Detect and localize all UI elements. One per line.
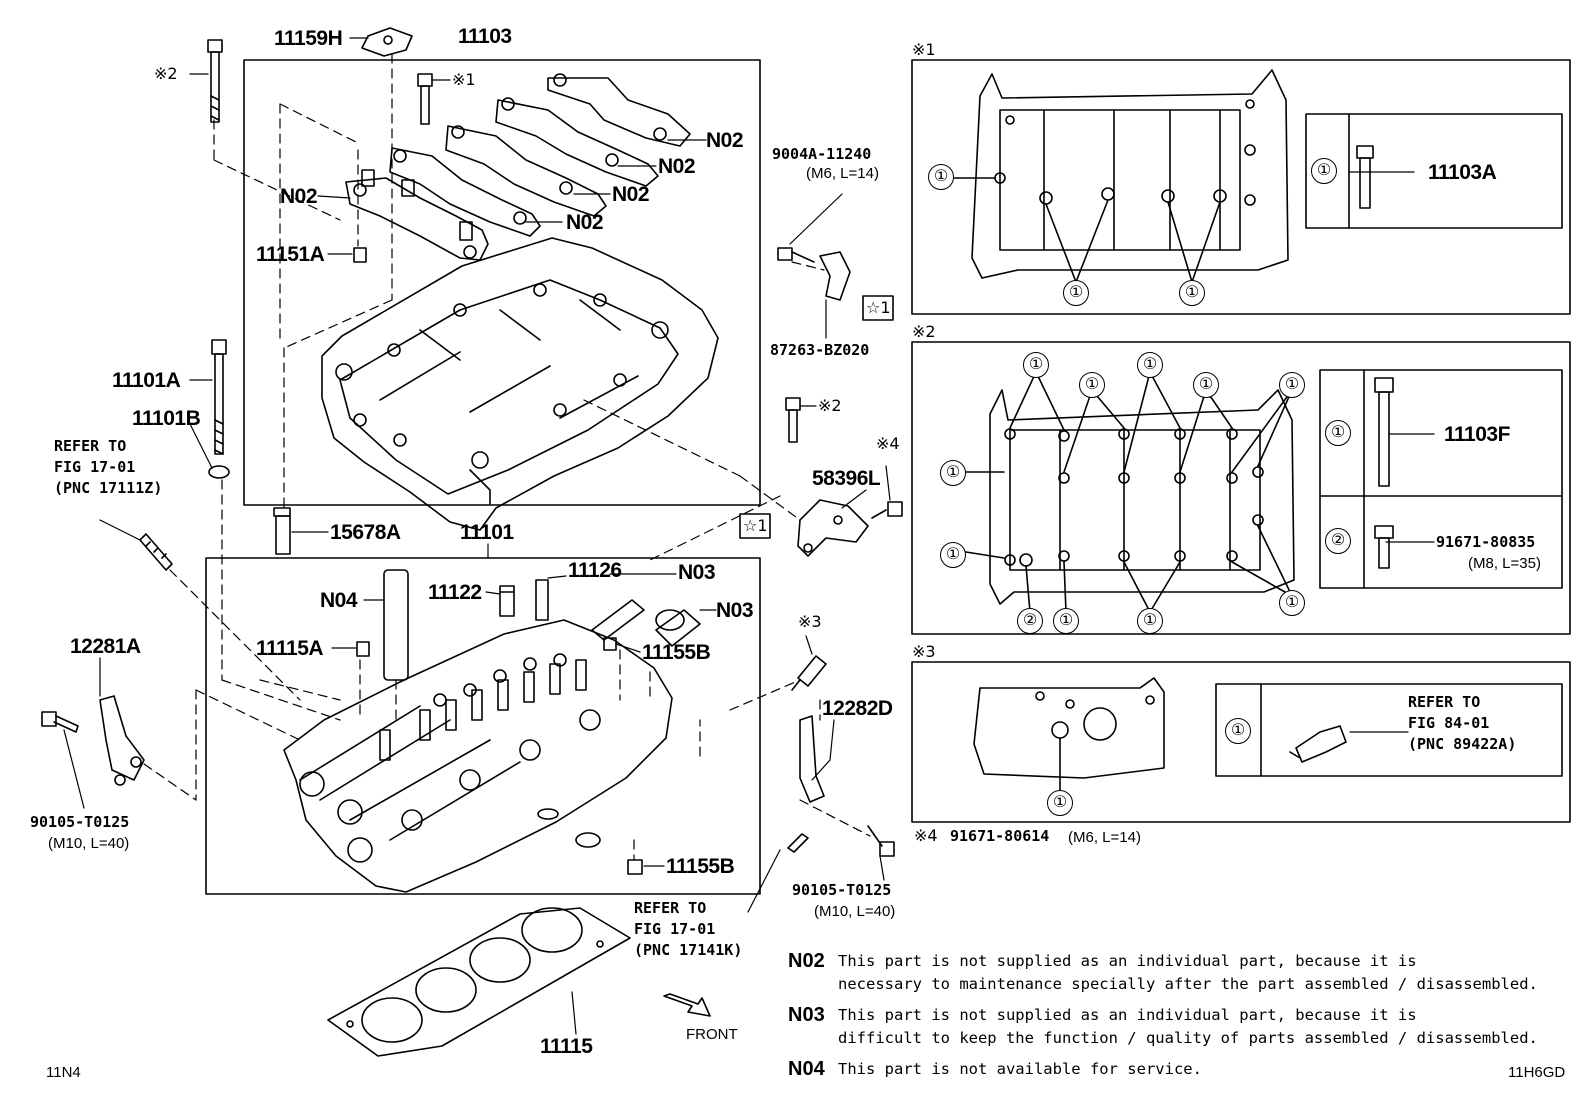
bolt-90105-left	[41, 711, 79, 733]
detail-1-drawing	[953, 69, 1289, 283]
bolt-9004A	[777, 247, 815, 263]
bolt-k1	[417, 73, 433, 125]
head-bolt-11101A	[208, 339, 230, 479]
detail-3-drawing	[973, 677, 1165, 793]
stud-left	[139, 533, 173, 571]
bolt-90105-right	[867, 825, 895, 857]
guide-11122	[499, 585, 515, 617]
camshaft-housing-body	[321, 237, 719, 531]
guide-11126	[535, 579, 549, 621]
plug-11155B-bottom	[627, 859, 643, 875]
part-15678A	[273, 507, 291, 555]
bolt-k4	[871, 501, 903, 519]
detail-2-legend-box	[1319, 369, 1563, 589]
sensor-k3	[791, 655, 827, 691]
legend-bolt-91671-80835	[1374, 525, 1394, 569]
leader-lines	[63, 37, 1435, 1035]
bolt-k2-mid	[785, 397, 801, 443]
dowel-11151A	[353, 247, 367, 263]
front-arrow	[663, 993, 711, 1017]
assembly-dashed-lines	[143, 53, 871, 861]
lifter-N03-b	[655, 609, 701, 647]
legend-bolt-11103F	[1374, 377, 1394, 487]
camshaft-bearing-caps	[345, 73, 691, 261]
detail-2-frame	[911, 341, 1571, 635]
bracket-12282D	[799, 715, 825, 803]
stud-bottom	[787, 833, 809, 853]
bracket-12281A	[99, 695, 145, 786]
bracket-58396L	[797, 499, 869, 557]
detail-1-frame	[911, 59, 1571, 315]
cylinder-head-body	[283, 619, 673, 893]
detail-3-legend-box	[1215, 683, 1563, 777]
detail-3-frame	[911, 661, 1571, 823]
detail-1-legend-box	[1305, 113, 1563, 229]
star-1-box-upper	[862, 295, 894, 321]
cylinder-head-frame	[205, 557, 761, 895]
star-1-box-lower	[739, 513, 771, 539]
bolt-k2-top	[207, 39, 223, 123]
bracket-87263	[819, 251, 851, 301]
cylinder-head-gasket	[327, 907, 631, 1057]
part-11159H	[361, 27, 413, 57]
detail-2-drawing	[965, 371, 1295, 613]
dowel-11115A	[356, 641, 370, 657]
lifter-N03-a	[591, 599, 645, 641]
sleeve-N04	[383, 569, 409, 681]
legend-sensor-89422A	[1289, 725, 1347, 763]
legend-bolt-11103A	[1356, 145, 1374, 209]
